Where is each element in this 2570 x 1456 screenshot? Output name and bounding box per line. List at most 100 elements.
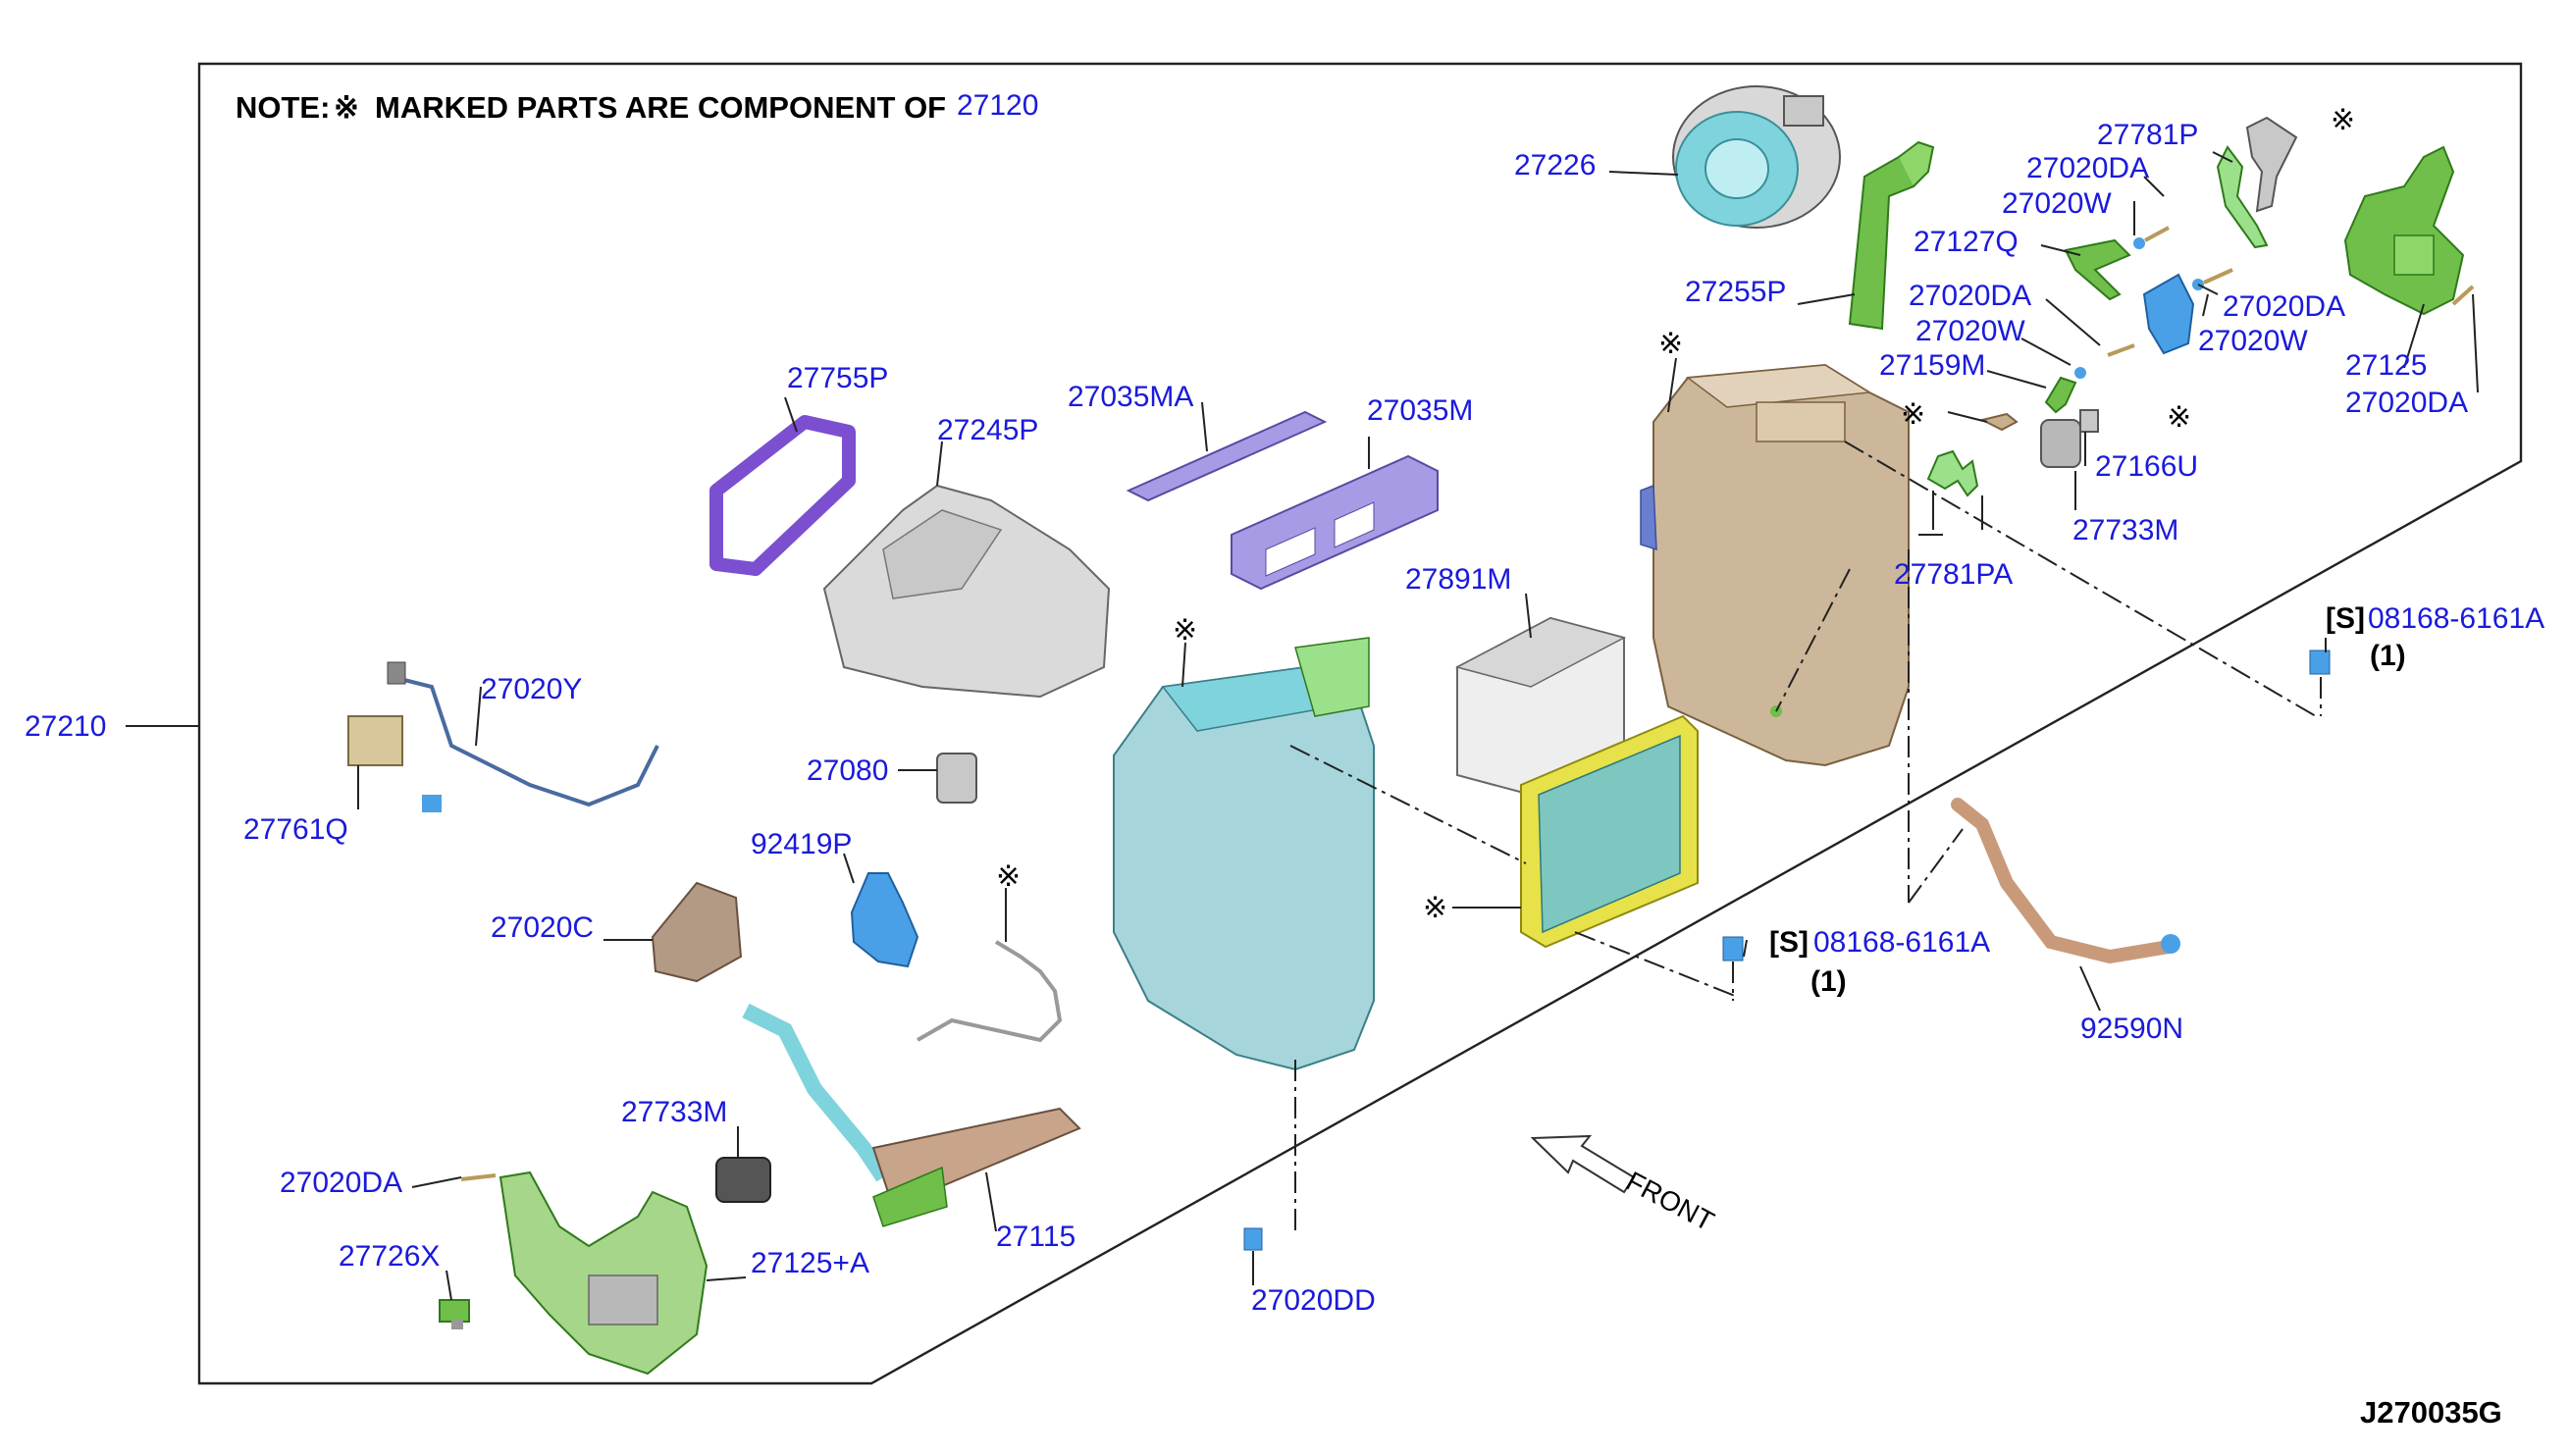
component-mark: ※ bbox=[1901, 398, 1925, 431]
leader-line bbox=[2143, 176, 2165, 197]
label-92419P[interactable]: 92419P bbox=[751, 828, 852, 860]
label-27020Y[interactable]: 27020Y bbox=[481, 673, 582, 705]
intake-case-27245P-illustration bbox=[822, 484, 1111, 699]
screw-prefix-right: [S] bbox=[2326, 602, 2365, 635]
label-27226[interactable]: 27226 bbox=[1514, 149, 1596, 182]
filter-cover-27035MA-illustration bbox=[1126, 410, 1328, 502]
blower-motor-illustration bbox=[1672, 85, 1841, 229]
heater-core-illustration bbox=[1520, 714, 1699, 949]
screw-right-illustration bbox=[2309, 650, 2331, 675]
evaporator-housing-illustration bbox=[1113, 637, 1375, 1071]
component-mark: ※ bbox=[2167, 401, 2191, 434]
label-27159M[interactable]: 27159M bbox=[1879, 349, 1985, 382]
leader-line bbox=[843, 853, 855, 884]
label-27755P[interactable]: 27755P bbox=[787, 362, 888, 394]
front-label: FRONT bbox=[1621, 1166, 1719, 1237]
label-27891M[interactable]: 27891M bbox=[1405, 563, 1511, 596]
leader-line bbox=[706, 1276, 747, 1281]
leader-line bbox=[1947, 411, 1988, 423]
label-27761Q[interactable]: 27761Q bbox=[243, 813, 348, 846]
connector-line bbox=[1908, 828, 1964, 904]
bracket-92419P-illustration bbox=[850, 872, 919, 968]
label-27020DA-4[interactable]: 27020DA bbox=[2345, 387, 2468, 419]
leader-line bbox=[446, 1270, 452, 1301]
screw-center-illustration bbox=[1722, 936, 1744, 962]
label-27020W-2[interactable]: 27020W bbox=[1915, 315, 2025, 347]
diagram-code: J270035G bbox=[2360, 1395, 2502, 1430]
leader-line bbox=[2020, 338, 2072, 366]
leader-line bbox=[2212, 151, 2233, 163]
label-27781PA[interactable]: 27781PA bbox=[1894, 558, 2013, 591]
link-27781PA-illustration bbox=[1926, 449, 1979, 497]
leader-line bbox=[2040, 244, 2081, 256]
label-27726X[interactable]: 27726X bbox=[339, 1240, 440, 1273]
actuator-blue-illustration bbox=[2074, 268, 2475, 379]
label-27020C[interactable]: 27020C bbox=[491, 911, 594, 944]
clip-27020DD-illustration bbox=[1243, 1227, 1263, 1251]
label-27733M-1[interactable]: 27733M bbox=[2072, 514, 2178, 546]
front-arrow: FRONT bbox=[1530, 1134, 1719, 1237]
leader-line bbox=[985, 1171, 997, 1232]
label-27080[interactable]: 27080 bbox=[807, 754, 888, 787]
screw-prefix-center: [S] bbox=[1769, 926, 1809, 959]
screw-27020DA-bottom-illustration bbox=[460, 1173, 497, 1181]
label-27020DA-5[interactable]: 27020DA bbox=[280, 1167, 402, 1199]
leader-line bbox=[1986, 370, 2047, 389]
label-27781P[interactable]: 27781P bbox=[2097, 119, 2198, 151]
label-27020W-3[interactable]: 27020W bbox=[2198, 325, 2308, 357]
leader-line bbox=[1608, 171, 1679, 176]
leader-line bbox=[1525, 593, 1532, 639]
filter-cover-27035M-illustration bbox=[1231, 454, 1439, 591]
component-mark: ※ bbox=[2331, 104, 2355, 136]
assembly-frame bbox=[197, 62, 2523, 1385]
leader-line bbox=[411, 1176, 462, 1188]
leader-line bbox=[475, 686, 482, 747]
note-prefix: NOTE: bbox=[236, 90, 330, 125]
label-27035M[interactable]: 27035M bbox=[1367, 394, 1473, 427]
component-mark: ※ bbox=[996, 860, 1021, 893]
label-27035MA[interactable]: 27035MA bbox=[1068, 381, 1193, 413]
label-27020DA-3[interactable]: 27020DA bbox=[2223, 290, 2345, 323]
actuator-27125-illustration bbox=[2343, 145, 2465, 316]
sensor-27726X-illustration bbox=[439, 1299, 470, 1329]
screw-qty-right: (1) bbox=[2370, 640, 2406, 672]
duct-27255P-illustration bbox=[1848, 140, 1935, 331]
note-text: MARKED PARTS ARE COMPONENT OF bbox=[375, 90, 946, 125]
label-27255P[interactable]: 27255P bbox=[1685, 276, 1786, 308]
motor-27733M-bottom-illustration bbox=[715, 1157, 771, 1203]
label-27115[interactable]: 27115 bbox=[996, 1221, 1075, 1253]
label-27166U[interactable]: 27166U bbox=[2095, 450, 2198, 483]
note-ref-27120[interactable]: 27120 bbox=[957, 89, 1038, 122]
note-mark: ※ bbox=[334, 90, 359, 125]
screw-callout-right: [S] 08168-6161A (1) bbox=[2326, 602, 2544, 672]
label-27020DA-2[interactable]: 27020DA bbox=[1909, 280, 2031, 312]
label-92590N[interactable]: 92590N bbox=[2080, 1013, 2183, 1045]
label-27245P[interactable]: 27245P bbox=[937, 414, 1038, 446]
component-mark: ※ bbox=[1173, 614, 1197, 647]
label-27020DD[interactable]: 27020DD bbox=[1251, 1284, 1376, 1317]
label-27125A[interactable]: 27125+A bbox=[751, 1247, 869, 1279]
connector-line bbox=[1289, 745, 1527, 864]
component-mark: ※ bbox=[1658, 328, 1683, 360]
leader-line bbox=[1181, 642, 1186, 688]
clip-marked-illustration bbox=[1979, 412, 2019, 432]
label-27020DA-1[interactable]: 27020DA bbox=[2026, 152, 2149, 184]
label-27210[interactable]: 27210 bbox=[25, 710, 106, 743]
leader-line bbox=[784, 396, 798, 433]
label-27127Q[interactable]: 27127Q bbox=[1914, 226, 2019, 258]
screw-callout-center: [S] 08168-6161A (1) bbox=[1769, 926, 1990, 998]
label-27020W-1[interactable]: 27020W bbox=[2002, 187, 2112, 220]
label-27733M-2[interactable]: 27733M bbox=[621, 1096, 727, 1128]
leader-line bbox=[2403, 303, 2425, 369]
leader-line bbox=[1201, 401, 1208, 452]
screw-part-right[interactable]: 08168-6161A bbox=[2368, 602, 2544, 635]
part-27080-illustration bbox=[936, 753, 977, 804]
component-mark: ※ bbox=[1423, 892, 1447, 924]
screw-part-center[interactable]: 08168-6161A bbox=[1813, 926, 1990, 959]
header-note: NOTE: ※ MARKED PARTS ARE COMPONENT OF 27… bbox=[236, 89, 1038, 125]
label-27125[interactable]: 27125 bbox=[2345, 349, 2427, 382]
resistor-27020C-illustration bbox=[651, 881, 743, 983]
sub-harness-marked-illustration bbox=[917, 940, 1063, 1043]
leader-line bbox=[1743, 939, 1748, 958]
